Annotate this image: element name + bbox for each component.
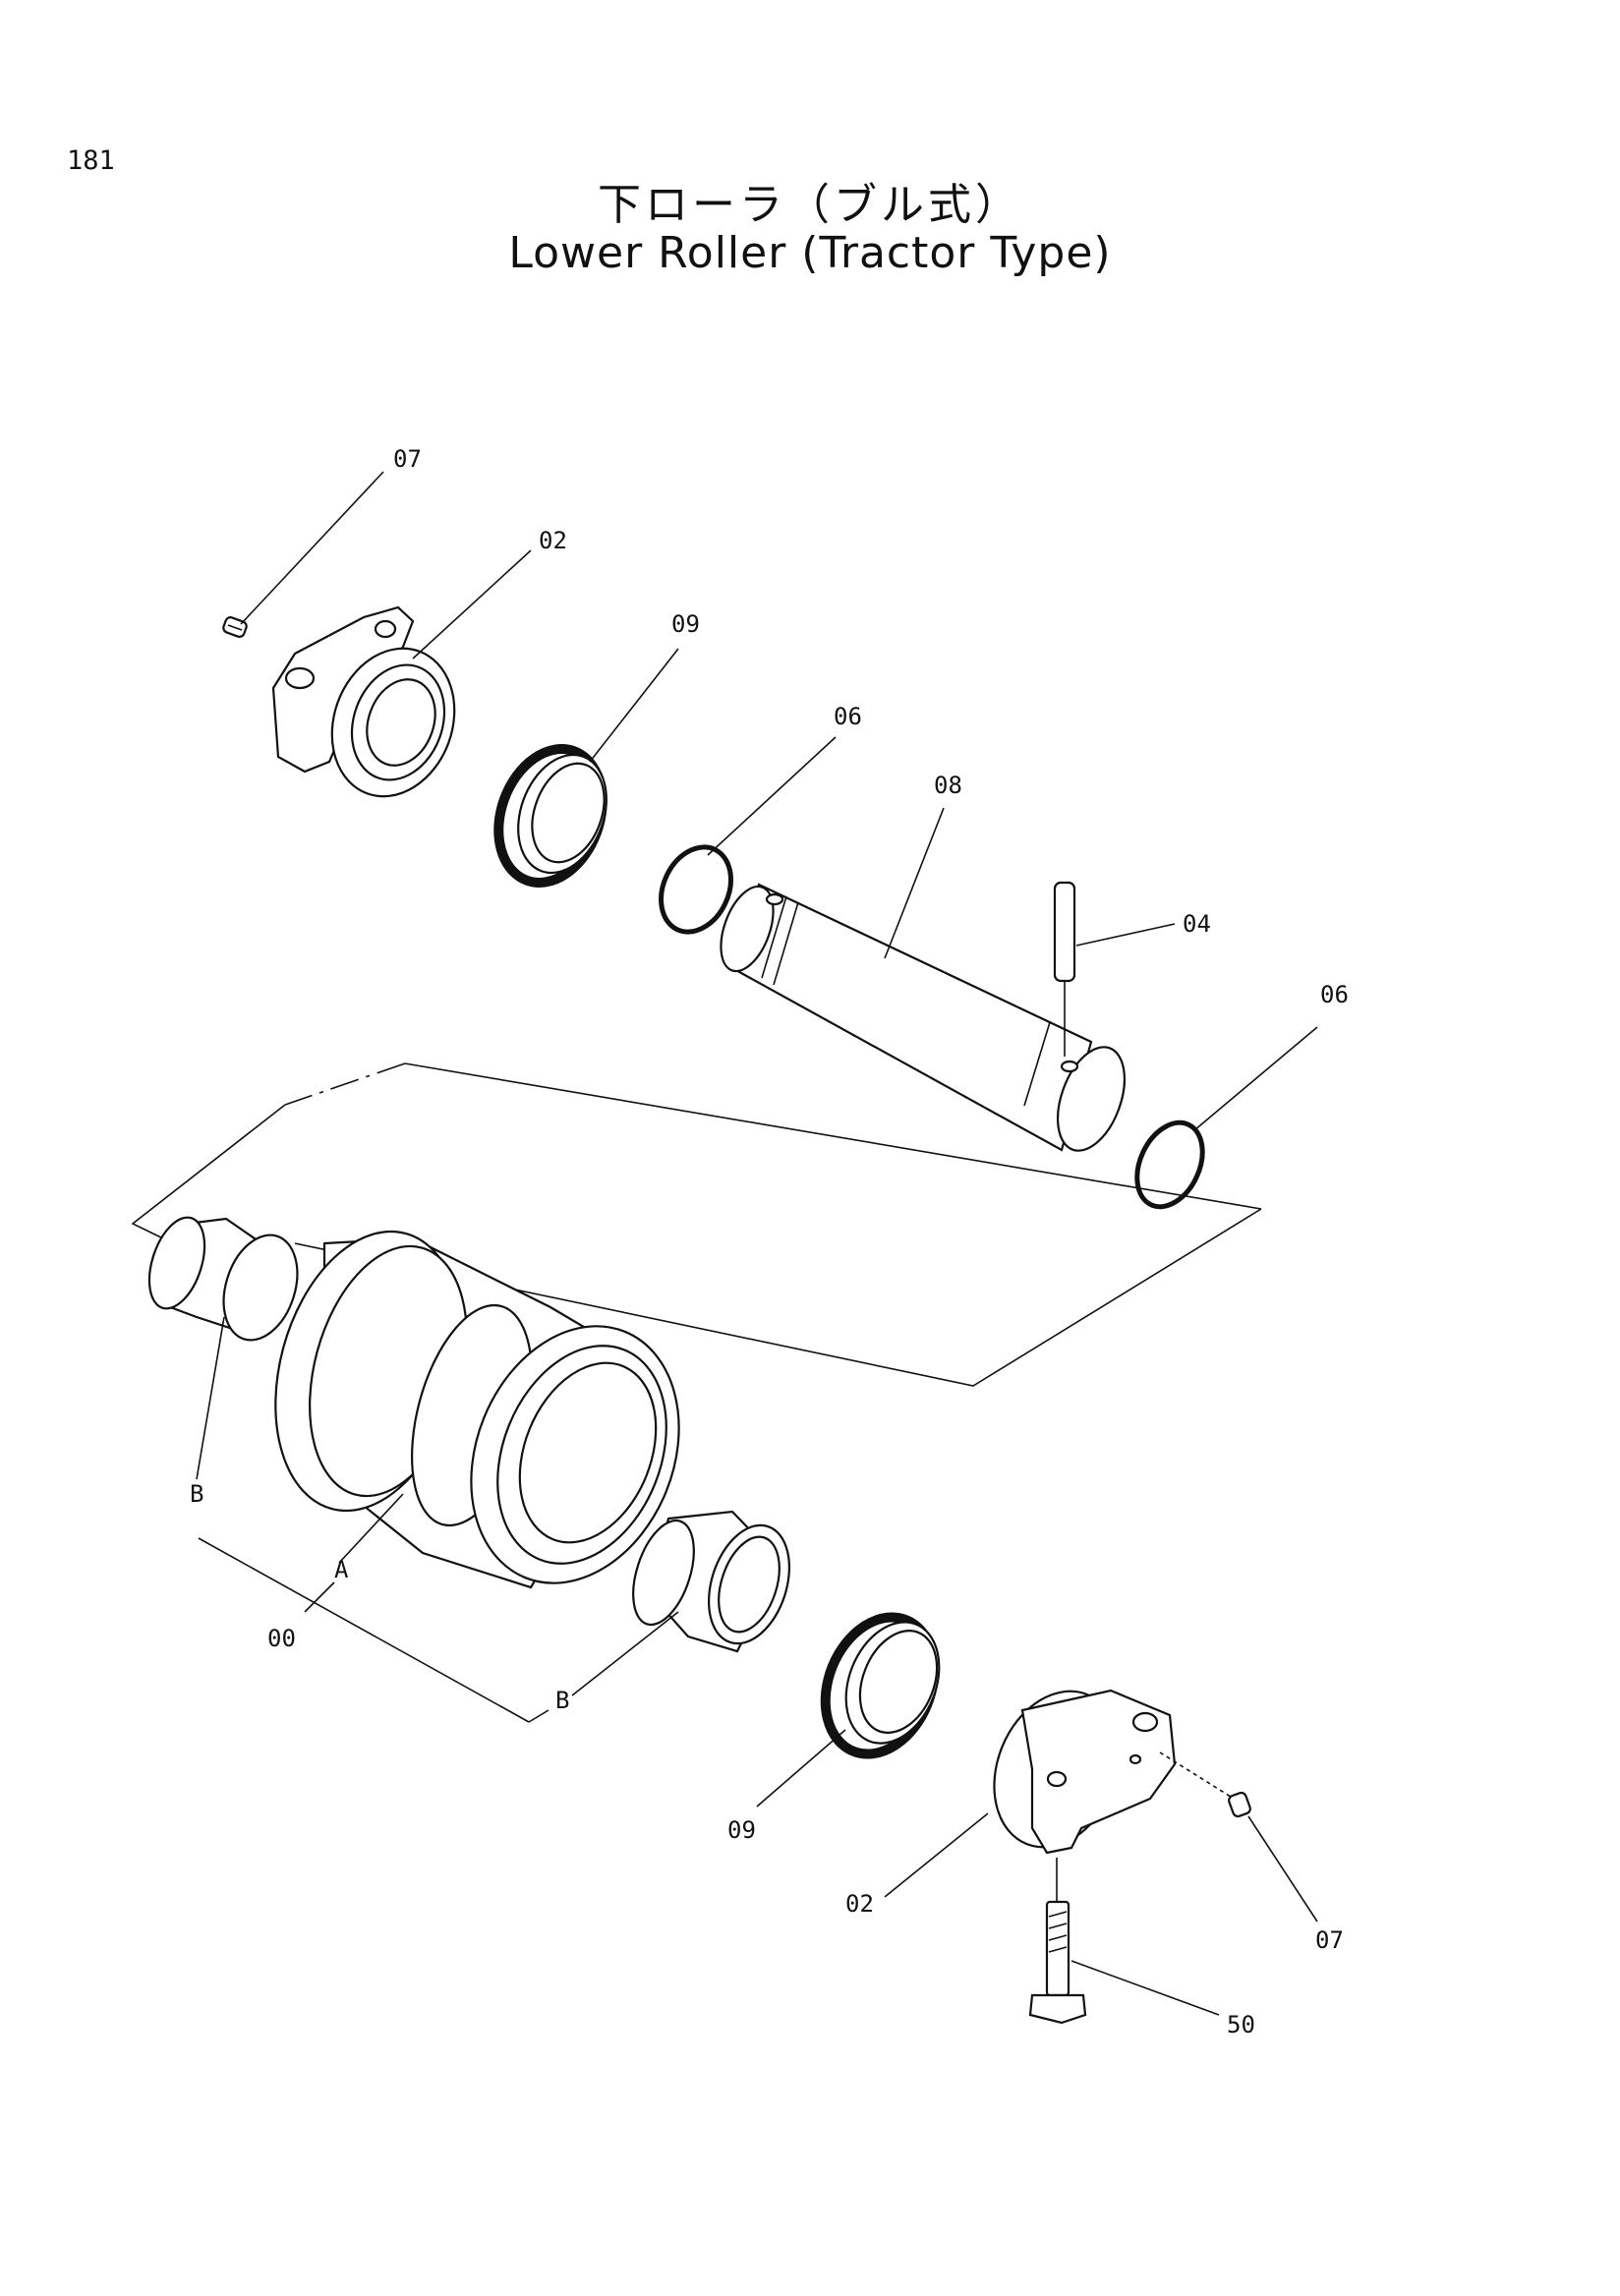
seal-bottom bbox=[820, 1612, 941, 1759]
assembly-outline bbox=[131, 1062, 1262, 1723]
roller-body bbox=[274, 1230, 680, 1589]
callout-50: 50 bbox=[1227, 2011, 1255, 2038]
pin bbox=[1053, 881, 1076, 1057]
callout-06-top: 06 bbox=[834, 703, 862, 730]
bolt bbox=[1028, 1858, 1087, 2025]
callout-08: 08 bbox=[934, 772, 962, 799]
plug-bottom bbox=[1159, 1751, 1251, 1818]
shaft bbox=[720, 883, 1126, 1152]
callout-b-left: B bbox=[190, 1480, 203, 1508]
seal-top bbox=[493, 744, 608, 888]
callout-b-bottom: B bbox=[555, 1687, 569, 1714]
callout-09-top: 09 bbox=[671, 610, 700, 638]
callout-a: A bbox=[334, 1556, 349, 1583]
o-ring-right bbox=[1134, 1119, 1205, 1210]
leader-lines bbox=[196, 471, 1318, 2016]
bushing-right bbox=[632, 1510, 791, 1653]
page-number: 181 bbox=[67, 145, 115, 176]
callout-04: 04 bbox=[1183, 910, 1211, 938]
bushing-left bbox=[147, 1216, 299, 1342]
callout-06-right: 06 bbox=[1320, 981, 1349, 1008]
callout-07-bottom: 07 bbox=[1315, 1926, 1344, 1954]
callout-07-top: 07 bbox=[393, 445, 422, 473]
callout-02-bottom: 02 bbox=[845, 1890, 874, 1918]
callout-09-bottom: 09 bbox=[727, 1816, 756, 1844]
plug-top bbox=[222, 616, 248, 638]
bracket-bottom bbox=[993, 1689, 1177, 1855]
callout-00: 00 bbox=[267, 1625, 296, 1652]
title-english: Lower Roller (Tractor Type) bbox=[508, 228, 1112, 278]
callout-02-top: 02 bbox=[539, 527, 567, 554]
bracket-top bbox=[271, 605, 456, 798]
title-japanese: 下ローラ（ブル式） bbox=[598, 180, 1022, 230]
